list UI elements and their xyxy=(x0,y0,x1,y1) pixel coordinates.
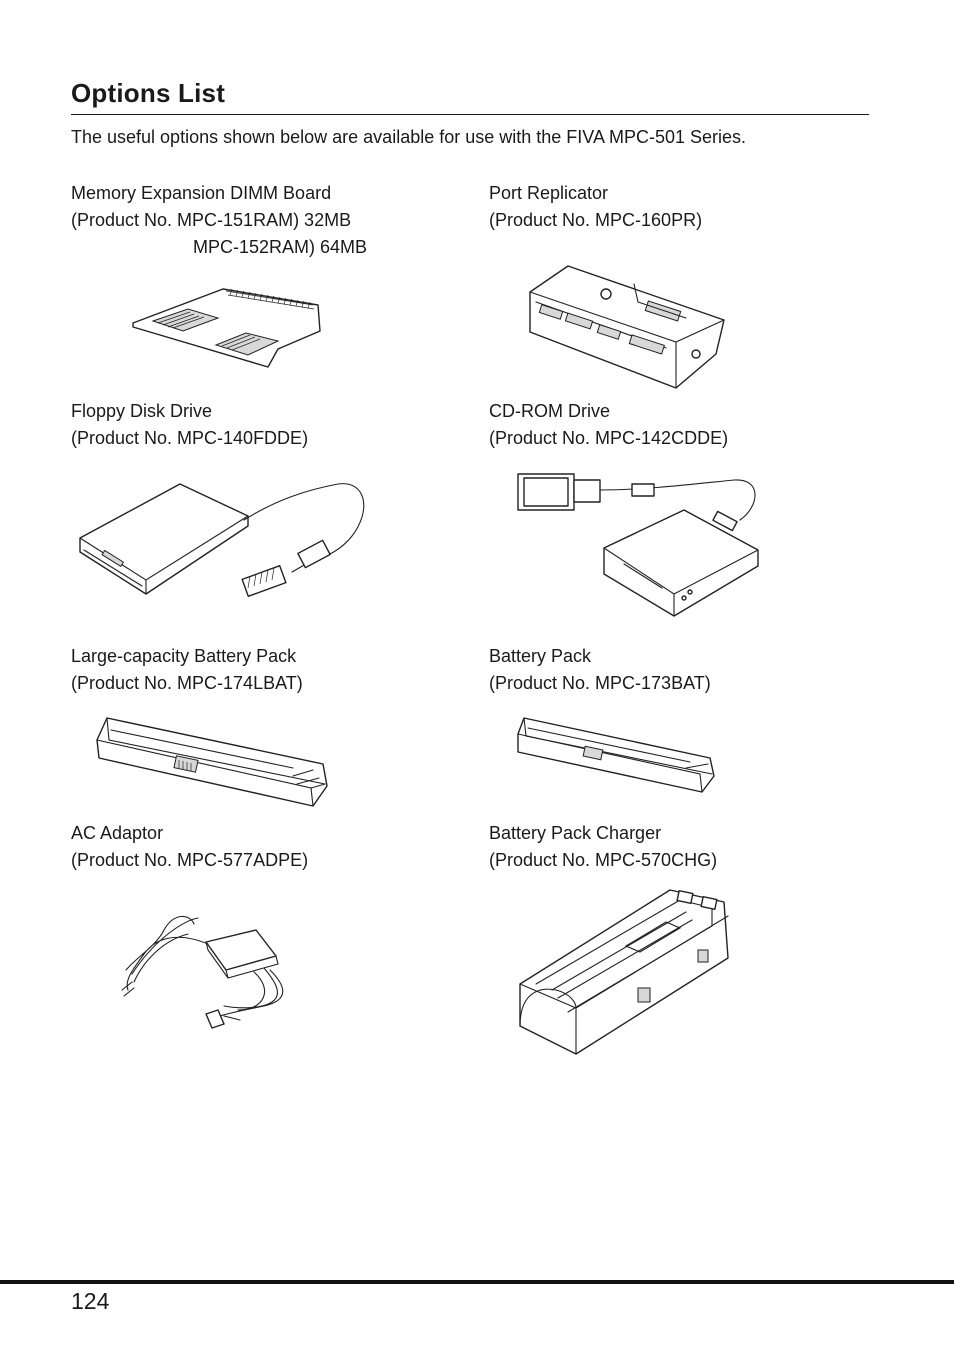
memory-board-illustration xyxy=(132,288,321,368)
intro-text: The useful options shown below are avail… xyxy=(71,127,747,147)
option-name: Memory Expansion DIMM Board xyxy=(71,183,332,203)
large-battery-illustration xyxy=(96,717,328,807)
battery-pack-illustration xyxy=(517,717,715,793)
option-product-number: (Product No. MPC-160PR) xyxy=(489,210,703,230)
option-floppy-drive: Floppy Disk Drive (Product No. MPC-140FD… xyxy=(71,398,308,452)
option-product-number: (Product No. MPC-142CDDE) xyxy=(489,428,729,448)
footer-rule xyxy=(0,1280,954,1284)
option-product-number: (Product No. MPC-173BAT) xyxy=(489,673,711,693)
option-battery-charger: Battery Pack Charger (Product No. MPC-57… xyxy=(489,820,717,874)
ac-adaptor-illustration xyxy=(121,915,284,1029)
battery-charger-illustration xyxy=(519,889,729,1055)
option-name: Large-capacity Battery Pack xyxy=(71,646,297,666)
option-product-number: (Product No. MPC-140FDDE) xyxy=(71,428,309,448)
option-product-number-alt: MPC-152RAM) 64MB xyxy=(193,237,368,257)
option-name: Port Replicator xyxy=(489,183,609,203)
option-product-number: (Product No. MPC-570CHG) xyxy=(489,850,718,870)
option-name: Floppy Disk Drive xyxy=(71,401,213,421)
port-replicator-illustration xyxy=(529,265,725,389)
option-name: Battery Pack xyxy=(489,646,592,666)
floppy-drive-illustration xyxy=(79,483,365,597)
page-title: Options List xyxy=(71,78,226,108)
title-divider xyxy=(71,114,869,115)
option-product-number: (Product No. MPC-151RAM) 32MB xyxy=(71,210,352,230)
option-battery-pack: Battery Pack (Product No. MPC-173BAT) xyxy=(489,643,711,697)
option-port-replicator: Port Replicator (Product No. MPC-160PR) xyxy=(489,180,702,234)
option-product-number: (Product No. MPC-577ADPE) xyxy=(71,850,309,870)
option-name: Battery Pack Charger xyxy=(489,823,662,843)
option-memory-dimm: Memory Expansion DIMM Board (Product No.… xyxy=(71,180,367,261)
page-number: 124 xyxy=(71,1288,110,1314)
cdrom-drive-illustration xyxy=(517,473,759,617)
option-name: AC Adaptor xyxy=(71,823,164,843)
option-large-battery: Large-capacity Battery Pack (Product No.… xyxy=(71,643,303,697)
option-name: CD-ROM Drive xyxy=(489,401,610,421)
option-cdrom-drive: CD-ROM Drive (Product No. MPC-142CDDE) xyxy=(489,398,728,452)
option-product-number: (Product No. MPC-174LBAT) xyxy=(71,673,303,693)
option-ac-adaptor: AC Adaptor (Product No. MPC-577ADPE) xyxy=(71,820,308,874)
